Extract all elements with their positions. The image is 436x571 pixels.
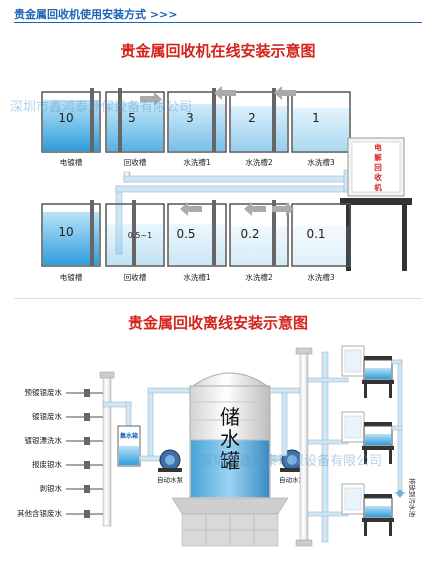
svg-text:机: 机 — [374, 182, 382, 192]
svg-text:水洗槽1: 水洗槽1 — [183, 272, 210, 282]
svg-text:1: 1 — [312, 111, 320, 125]
source-list: 预镀银废水 镀银废水 镀银漂洗水 报废银水 剥银水 其他含银废水 — [17, 387, 103, 518]
svg-text:回收槽: 回收槽 — [124, 157, 147, 167]
svg-text:电: 电 — [374, 142, 382, 152]
source-row: 镀银漂洗水 — [25, 435, 103, 445]
storage-tank-char: 储 — [220, 405, 240, 429]
svg-text:预镀银废水: 预镀银废水 — [25, 387, 63, 397]
source-row: 报废银水 — [32, 459, 103, 469]
svg-text:0.2: 0.2 — [240, 227, 259, 241]
section-header-underline — [14, 22, 422, 23]
tank-recovery-1: 5 回收槽 — [105, 88, 165, 167]
source-row: 其他含银废水 — [17, 508, 103, 518]
tank-platform — [171, 497, 289, 547]
storage-tank-char: 罐 — [220, 449, 240, 473]
section-header: 贵金属回收机使用安装方式 >>> — [0, 0, 436, 26]
tank-plating-2: 10 电镀槽 — [41, 200, 101, 282]
flow-arrows-row1 — [140, 86, 296, 106]
tank-label: 电镀槽 — [60, 157, 83, 167]
tank-recovery-2: 0.5~1 回收槽 — [105, 200, 165, 282]
discharge-pipe — [391, 359, 405, 498]
svg-text:0.5~1: 0.5~1 — [128, 231, 153, 240]
svg-text:剥银水: 剥银水 — [40, 483, 63, 493]
storage-tank-char: 水 — [220, 427, 240, 451]
tank-rinse3-2: 0.1 水洗槽3 — [291, 203, 351, 282]
source-row: 剥银水 — [40, 483, 103, 493]
svg-text:镀银废水: 镀银废水 — [32, 411, 62, 421]
recovery-unit — [307, 345, 394, 398]
svg-text:回: 回 — [374, 163, 382, 172]
storage-tank: 储 水 罐 — [188, 372, 272, 499]
distribution-manifold — [295, 347, 329, 547]
svg-text:收: 收 — [374, 172, 382, 182]
svg-text:10: 10 — [58, 225, 73, 239]
offline-diagram-title: 贵金属回收离线安装示意图 — [127, 314, 308, 332]
tank-plating-1: 10 电镀槽 — [41, 88, 101, 167]
watermark: 深圳市鑫鸿泰环保设备有限公司 — [200, 454, 383, 469]
svg-text:0.1: 0.1 — [306, 227, 325, 241]
online-row2: 10 电镀槽 0.5~1 回收槽 0.5 水洗槽1 0.2 水洗槽2 — [41, 200, 351, 282]
pump-left-label: 自动水泵 — [157, 475, 184, 484]
svg-text:报废银水: 报废银水 — [32, 459, 62, 469]
online-row1: 10 电镀槽 5 回收槽 3 水洗槽1 2 水洗槽2 1 — [41, 86, 351, 167]
svg-text:0.5: 0.5 — [176, 227, 195, 241]
svg-text:回收槽: 回收槽 — [124, 272, 147, 282]
flow-arrows-row2 — [180, 202, 294, 216]
pump-left: 自动水泵 — [139, 449, 184, 484]
source-manifold — [99, 371, 115, 527]
collection-tank-label: 集水箱 — [119, 432, 138, 440]
svg-text:水洗槽3: 水洗槽3 — [307, 272, 334, 282]
source-row: 镀银废水 — [32, 411, 103, 421]
recovery-unit — [307, 411, 394, 464]
tank-rinse2-2: 0.2 水洗槽2 — [229, 200, 289, 282]
discharge-label: 排放到污水池 — [408, 478, 417, 518]
collection-tank: 集水箱 — [117, 425, 141, 467]
tank-rinse2-1: 2 水洗槽2 — [229, 88, 289, 167]
svg-text:5: 5 — [128, 111, 136, 125]
tank-rinse1-1: 3 水洗槽1 — [167, 88, 227, 167]
svg-text:其他含银废水: 其他含银废水 — [17, 508, 62, 518]
pump-to-distribution-pipe — [269, 387, 301, 457]
tank-value: 10 — [58, 111, 73, 125]
watermark: 深圳市鑫鸿泰环保设备有限公司 — [10, 100, 193, 115]
svg-text:解: 解 — [374, 152, 382, 162]
pump-right-label: 自动水泵 — [279, 475, 306, 484]
source-row: 预镀银废水 — [25, 387, 103, 397]
tank-rinse1-2: 0.5 水洗槽1 — [167, 200, 227, 282]
svg-text:镀银漂洗水: 镀银漂洗水 — [25, 435, 63, 445]
svg-text:3: 3 — [186, 111, 194, 125]
svg-text:电镀槽: 电镀槽 — [60, 272, 83, 282]
svg-text:水洗槽3: 水洗槽3 — [307, 157, 334, 167]
electrolysis-machine: 电 解 回 收 机 — [340, 137, 412, 271]
tank-rinse3-1: 1 水洗槽3 — [291, 91, 351, 167]
online-diagram-title: 贵金属回收机在线安装示意图 — [120, 42, 316, 60]
svg-text:2: 2 — [248, 111, 256, 125]
svg-text:水洗槽2: 水洗槽2 — [245, 272, 272, 282]
recovery-unit — [307, 483, 394, 536]
section-header-title: 贵金属回收机使用安装方式 >>> — [14, 8, 178, 21]
svg-text:水洗槽2: 水洗槽2 — [245, 157, 272, 167]
section-divider — [14, 298, 422, 299]
svg-text:水洗槽1: 水洗槽1 — [183, 157, 210, 167]
